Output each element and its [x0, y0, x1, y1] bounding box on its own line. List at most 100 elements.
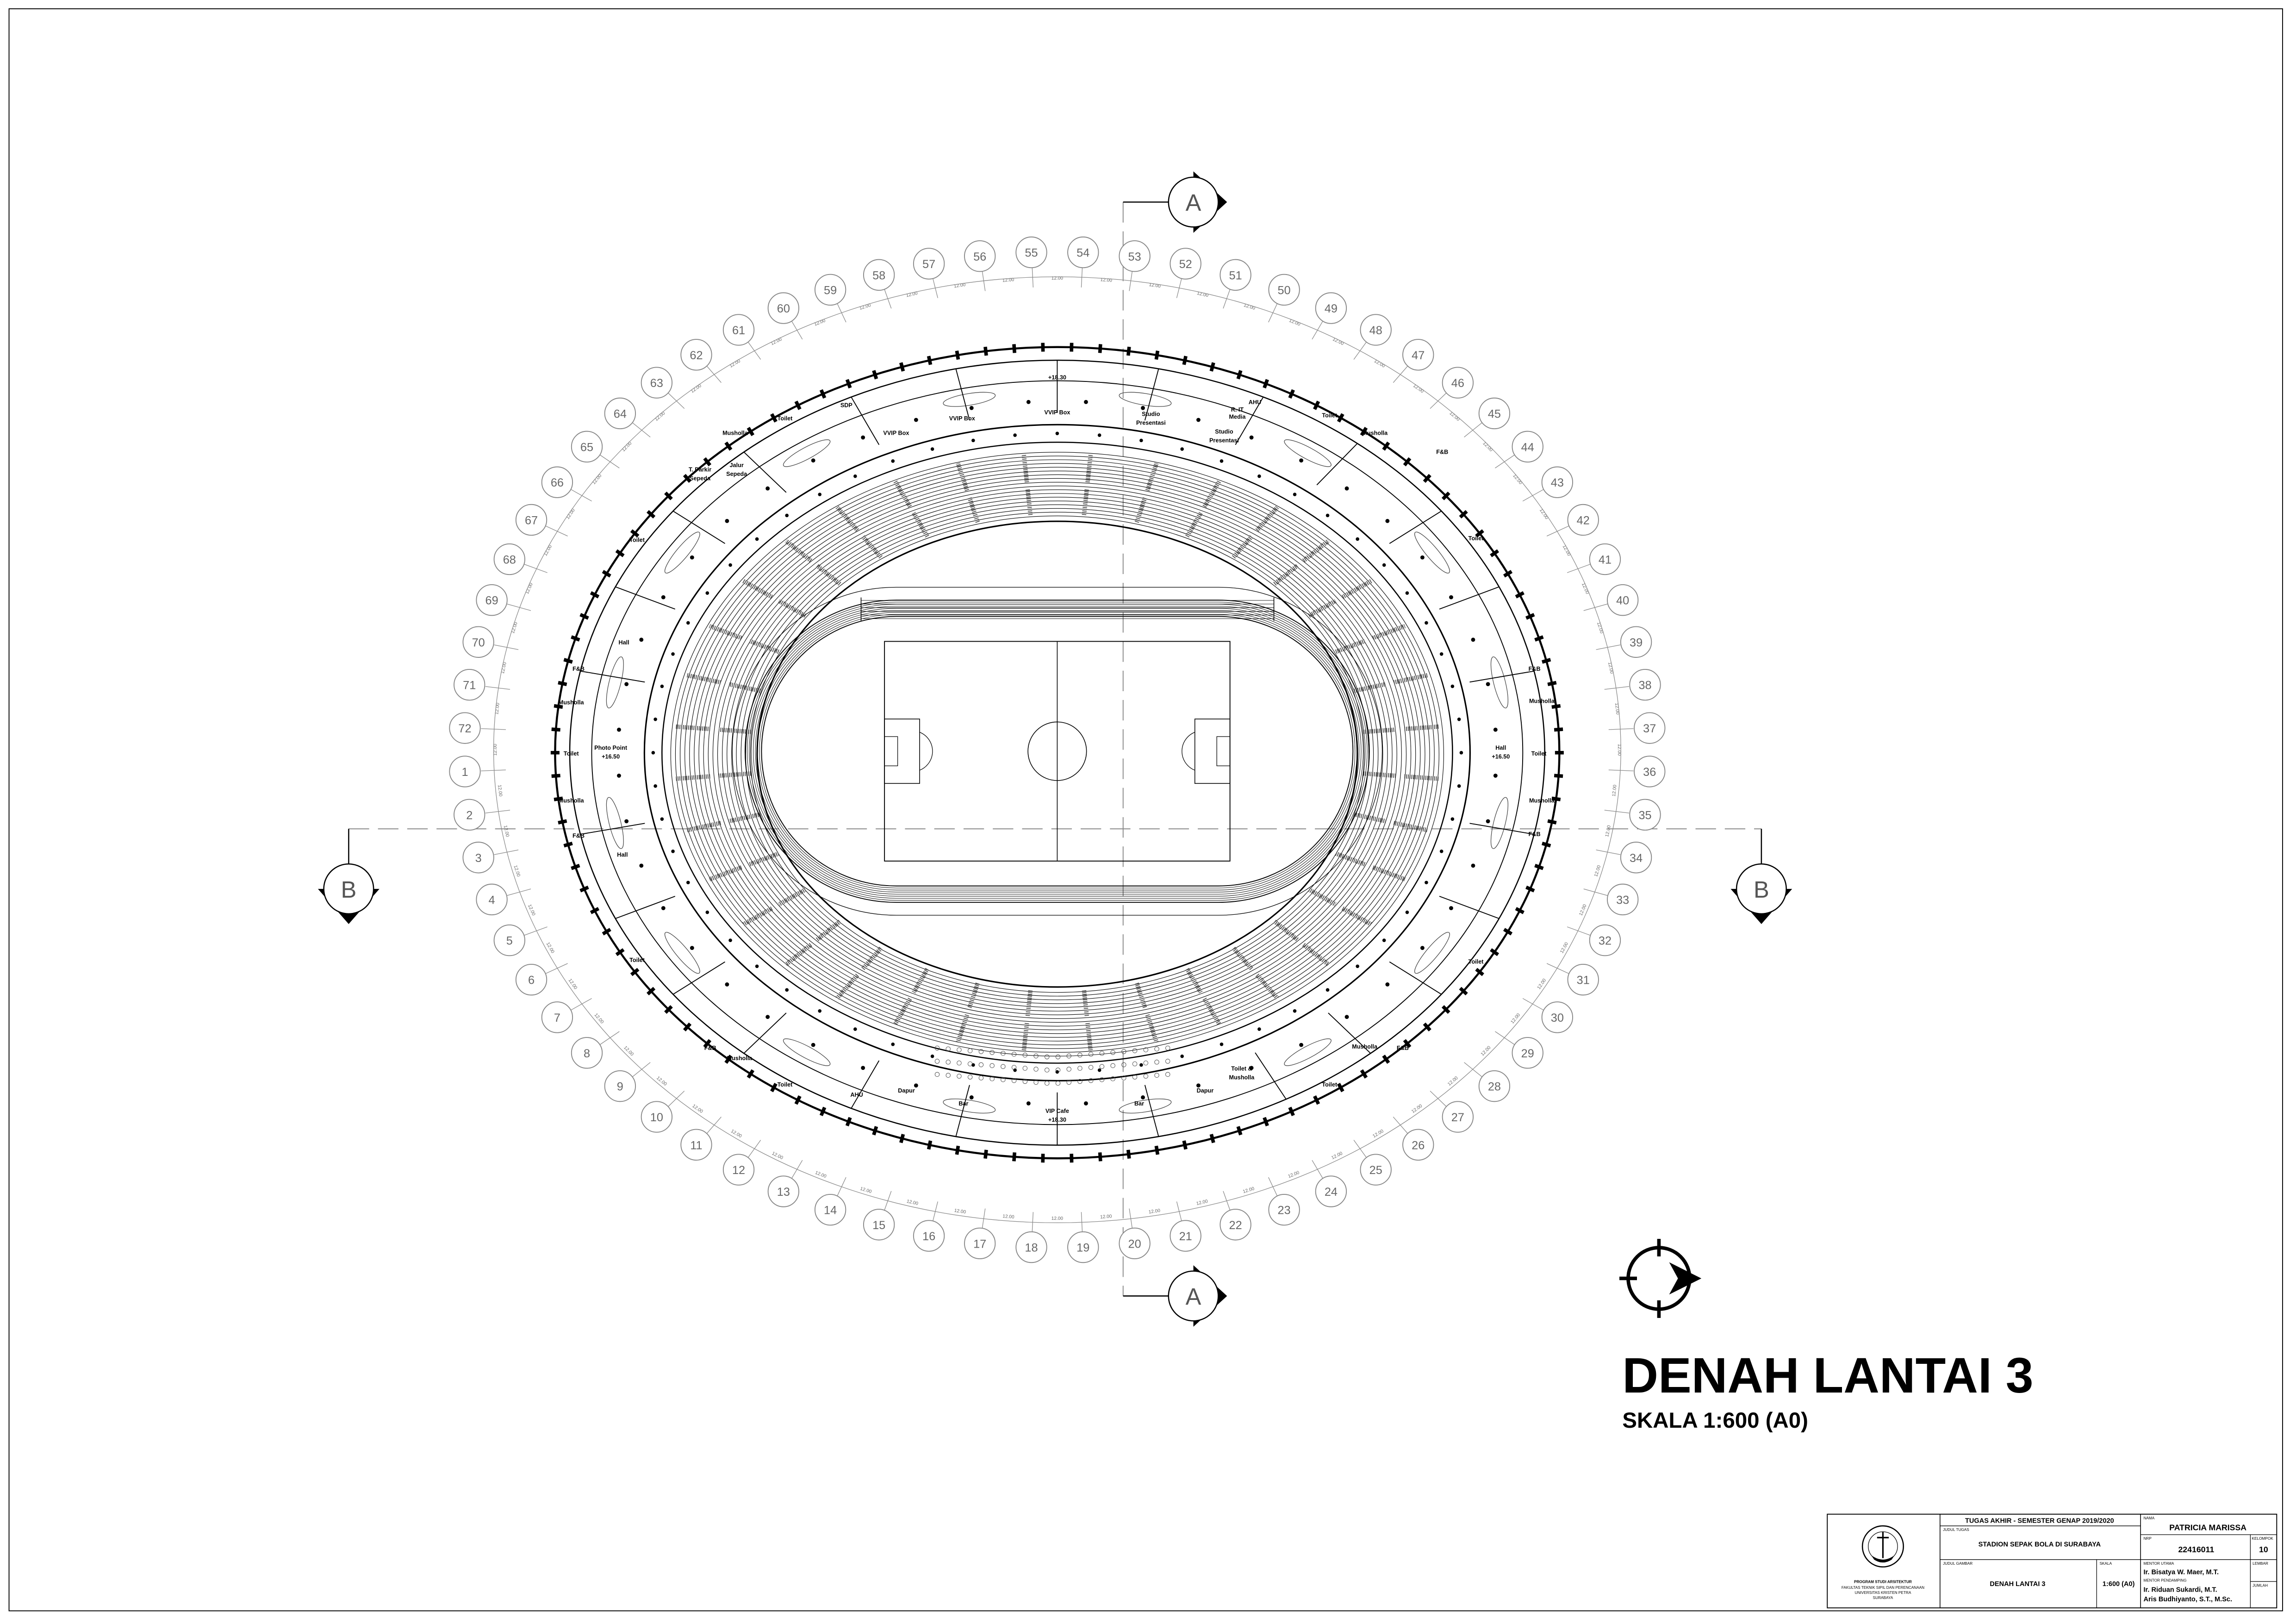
grid-label: 69: [485, 594, 498, 607]
project-label: JUDUL TUGAS: [1943, 1528, 1969, 1532]
room-label: Toilet: [1322, 1081, 1338, 1088]
room-label: Jalur: [730, 462, 744, 468]
grid-label: 65: [580, 441, 593, 454]
grid-dimension: 12.00: [1559, 941, 1569, 954]
grid-dimension: 12.00: [591, 473, 603, 486]
grid-dimension: 12.00: [730, 1129, 743, 1139]
grid-label: 4: [489, 893, 495, 906]
grid-bubble: [1402, 1129, 1434, 1161]
grid-bubble: [641, 367, 673, 399]
grid-label: 67: [525, 514, 538, 527]
grid-label: 47: [1412, 349, 1425, 362]
grid-dimension: 12.00: [906, 1199, 919, 1206]
grid-label: 54: [1076, 247, 1089, 260]
room-label: Musholla: [1229, 1074, 1255, 1081]
grid-dimension: 12.00: [1448, 411, 1461, 422]
grid-label: 58: [872, 269, 885, 282]
room-label: Studio: [1142, 411, 1160, 417]
grid-label: 12: [732, 1164, 745, 1177]
grid-bubble: [1589, 543, 1621, 575]
faculty-name: FAKULTAS TEKNIK SIPIL DAN PERENCANAAN: [1842, 1586, 1924, 1590]
room-label: Musholla: [559, 797, 585, 804]
grid-bubble: [964, 240, 996, 272]
grid-dimension: 12.00: [1510, 1012, 1522, 1025]
room-label: Musholla: [727, 1055, 753, 1062]
grid-bubble: [1541, 466, 1574, 498]
grid-label: 35: [1638, 809, 1651, 822]
university-logo: [1861, 1525, 1904, 1568]
grid-bubble: [1629, 669, 1661, 701]
null: [755, 610, 1360, 893]
null: [745, 600, 1370, 903]
grid-label: 5: [506, 935, 513, 948]
grid-label: 32: [1599, 935, 1612, 948]
room-label: Toilet: [564, 750, 579, 757]
grid-label: 64: [614, 407, 627, 420]
room-label: Dapur: [898, 1087, 915, 1094]
university-name: UNIVERSITAS KRISTEN PETRA: [1855, 1591, 1911, 1595]
grid-label: 43: [1551, 476, 1564, 489]
room-label: +16.50: [1492, 754, 1510, 760]
grid-bubble: [814, 274, 846, 306]
room-label: Toilet: [1531, 750, 1547, 757]
grid-bubble: [541, 466, 573, 498]
grid-label: 61: [732, 324, 745, 337]
course-title: TUGAS AKHIR - SEMESTER GENAP 2019/2020: [1965, 1518, 2114, 1525]
grid-dimension: 12.00: [621, 441, 633, 453]
grid-label: 31: [1577, 974, 1590, 987]
room-label: F&B: [572, 832, 585, 839]
grid-label: 71: [463, 679, 476, 692]
grid-dimension: 12.00: [1605, 824, 1612, 837]
grid-bubble: [449, 756, 481, 787]
grid-dimension: 12.00: [814, 1170, 827, 1180]
room-label: +16.50: [602, 754, 620, 760]
room-label: T. Parkir: [689, 467, 711, 473]
grid-bubble: [1567, 964, 1599, 996]
grid-bubble: [641, 1101, 673, 1133]
running-track: [761, 616, 1354, 887]
grid-dimension: 12.00: [1607, 662, 1614, 674]
grid-dimension: 12.00: [565, 508, 576, 520]
grid-dimension: 12.00: [510, 621, 519, 634]
grid-label: 60: [777, 302, 790, 315]
drawing-label: JUDUL GAMBAR: [1943, 1562, 1972, 1566]
room-label: Musholla: [1362, 430, 1388, 436]
room-label: F&B: [704, 1045, 716, 1051]
grid-bubble: [493, 924, 525, 956]
grid-bubble: [1170, 248, 1201, 280]
grid-dimension: 12.00: [1617, 744, 1622, 756]
grid-dimension: 12.00: [1562, 544, 1572, 557]
drawing-name: DENAH LANTAI 3: [1990, 1580, 2045, 1588]
grid-bubble: [863, 1209, 895, 1241]
section-marker-a-top[interactable]: A: [1123, 171, 1227, 233]
grid-label: 52: [1179, 258, 1192, 271]
grid-dimension: 12.00: [906, 291, 918, 298]
grid-dimension: 12.00: [1412, 383, 1425, 394]
room-label: Sepeda: [690, 475, 711, 482]
section-marker-b-left[interactable]: B: [317, 829, 380, 924]
grid-label: 44: [1521, 441, 1534, 454]
grid-bubble: [1220, 259, 1251, 291]
grid-label: 29: [1521, 1047, 1534, 1060]
grid-bubble: [1629, 799, 1661, 831]
grid-label: 11: [690, 1139, 702, 1152]
room-label: Toilet: [778, 415, 793, 422]
grid-bubble: [913, 248, 945, 280]
grid-bubble: [1268, 1194, 1300, 1226]
mentor-label: MENTOR UTAMA: [2143, 1562, 2174, 1566]
room-label: VVIP Box: [949, 415, 975, 422]
grid-bubble: [680, 1129, 712, 1161]
grid-dimension: 12.00: [1196, 291, 1209, 298]
grid-bubble: [571, 1037, 603, 1069]
section-marker-b-right[interactable]: B: [1730, 829, 1792, 924]
grid-dimension: 12.00: [1288, 1170, 1300, 1180]
room-label: F&B: [1529, 666, 1541, 672]
section-marker-a-bottom[interactable]: A: [1123, 1265, 1227, 1327]
grid-label: 21: [1179, 1230, 1192, 1243]
grid-bubble: [541, 1001, 573, 1033]
grid-dimension: 12.00: [1447, 1075, 1459, 1087]
grid-dimension: 12.00: [771, 1151, 784, 1161]
grid-label: 23: [1278, 1204, 1291, 1217]
grid-bubble: [1634, 756, 1666, 787]
